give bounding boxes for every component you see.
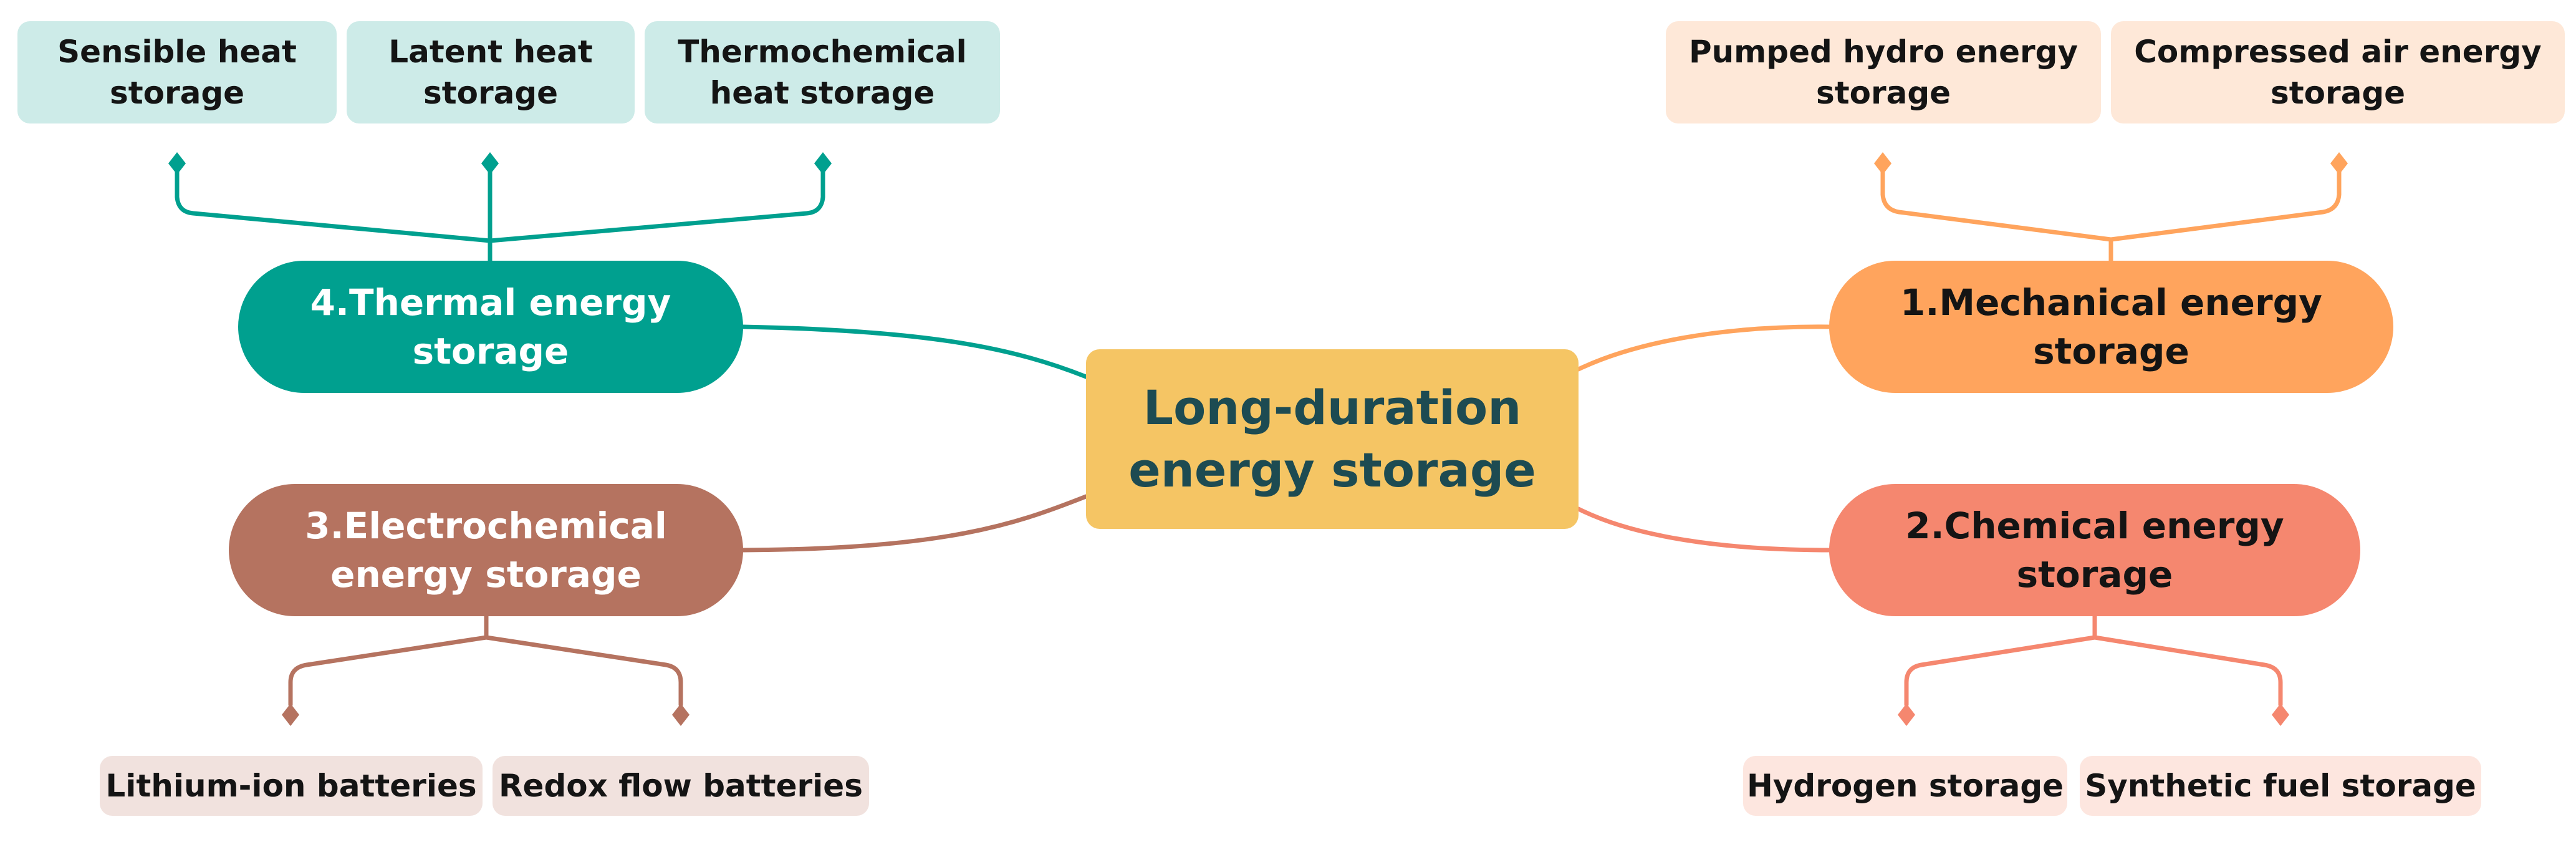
category-chemical-label: 2.Chemical energy storage [1905, 505, 2284, 596]
chem-branch-hydrogen [1904, 635, 2097, 707]
leaf-thermochemical-heat-label: Thermochemical heat storage [678, 34, 967, 111]
leaf-hydrogen-label: Hydrogen storage [1746, 768, 2064, 804]
electro-diamond-lithium [282, 704, 299, 726]
category-thermal: 4.Thermal energy storage [238, 261, 743, 393]
thermal-diamond-thermo [814, 152, 832, 175]
leaf-hydrogen: Hydrogen storage [1743, 756, 2067, 816]
leaf-lithium-ion: Lithium-ion batteries [100, 756, 483, 816]
leaf-lithium-ion-label: Lithium-ion batteries [105, 768, 477, 804]
link-central-chemical [1576, 506, 1832, 553]
leaf-redox-flow: Redox flow batteries [493, 756, 869, 816]
chem-diamond-hydrogen [1898, 704, 1915, 726]
mech-diamond-pumped [1874, 152, 1891, 175]
thermal-branch-thermo [488, 161, 825, 243]
category-chemical: 2.Chemical energy storage [1829, 484, 2360, 616]
leaf-latent-heat: Latent heat storage [347, 21, 635, 123]
link-central-electro [741, 494, 1089, 553]
mech-branch-compressed [2108, 161, 2342, 242]
leaf-compressed-air-label: Compressed air energy storage [2134, 34, 2542, 111]
link-central-mechanical [1576, 324, 1832, 372]
thermal-diamond-sensible [168, 152, 186, 175]
leaf-redox-flow-label: Redox flow batteries [499, 768, 863, 804]
electro-diamond-redox [672, 704, 690, 726]
leaf-sensible-heat: Sensible heat storage [17, 21, 337, 123]
leaf-pumped-hydro-label: Pumped hydro energy storage [1688, 34, 2079, 111]
category-mechanical-label: 1.Mechanical energy storage [1900, 281, 2322, 372]
electro-branch-lithium [288, 635, 489, 707]
electro-branch-redox [484, 635, 683, 707]
chem-branch-synthetic [2092, 635, 2283, 707]
leaf-compressed-air: Compressed air energy storage [2111, 21, 2565, 123]
central-topic: Long-duration energy storage [1086, 349, 1579, 529]
link-central-thermal [741, 324, 1089, 379]
leaf-thermochemical-heat: Thermochemical heat storage [645, 21, 1000, 123]
central-topic-label: Long-duration energy storage [1128, 380, 1536, 498]
chem-diamond-synthetic [2272, 704, 2289, 726]
category-mechanical: 1.Mechanical energy storage [1829, 261, 2393, 393]
thermal-diamond-latent [481, 152, 499, 175]
leaf-synthetic-fuel: Synthetic fuel storage [2080, 756, 2481, 816]
category-electrochemical: 3.Electrochemical energy storage [229, 484, 743, 616]
leaf-latent-heat-label: Latent heat storage [388, 34, 593, 111]
mech-diamond-compressed [2330, 152, 2348, 175]
category-thermal-label: 4.Thermal energy storage [310, 281, 671, 372]
mech-branch-pumped [1880, 161, 2113, 242]
leaf-sensible-heat-label: Sensible heat storage [57, 34, 297, 111]
leaf-synthetic-fuel-label: Synthetic fuel storage [2085, 768, 2476, 804]
leaf-pumped-hydro: Pumped hydro energy storage [1666, 21, 2101, 123]
thermal-branch-sensible [175, 161, 493, 243]
category-electrochemical-label: 3.Electrochemical energy storage [305, 505, 667, 596]
